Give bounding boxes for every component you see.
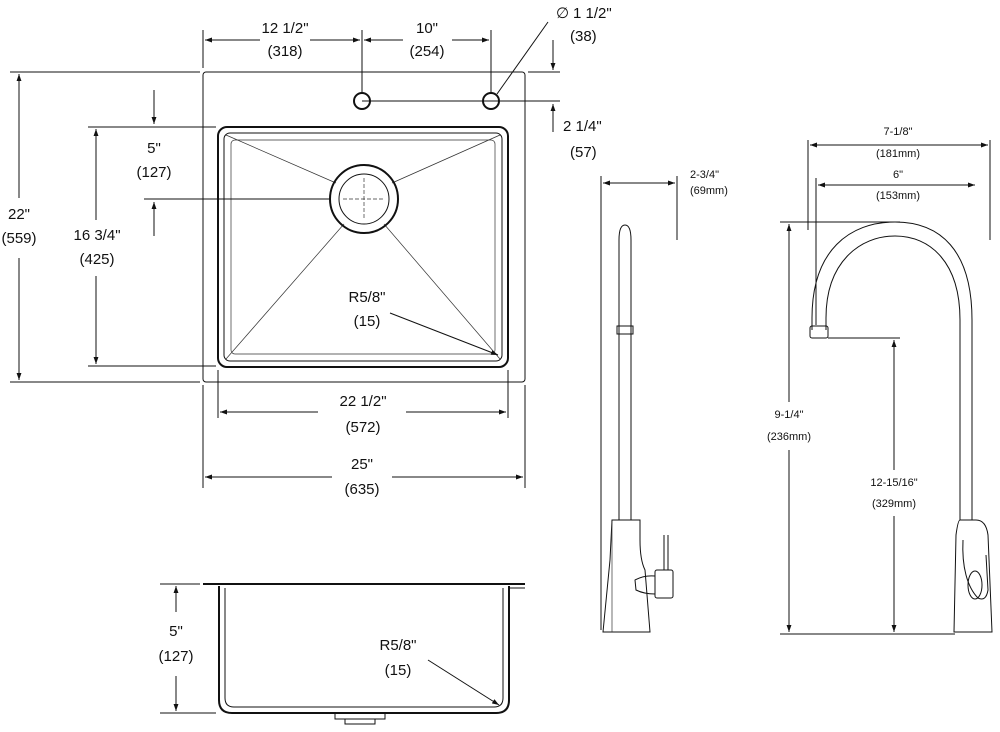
hole-spacing-in: 10" (416, 20, 438, 37)
hole-diameter-mm: (38) (570, 28, 597, 45)
bowl-depth-mm: (425) (79, 251, 114, 268)
hole-to-hole-mm: (318) (267, 43, 302, 60)
faucet-front-view: 7-1/8" (181mm) 6" (153mm) 9-1/4" (236mm)… (767, 126, 993, 635)
sink-top-view: 12 1/2" (318) 10" (254) ∅ 1 1/2" (38) 2 … (1, 5, 611, 498)
hole-offset-in: 2 1/4" (563, 118, 602, 135)
faucet-side-view: 2-3/4" (69mm) (600, 169, 728, 633)
bowl-width-in: 22 1/2" (339, 393, 386, 410)
section-corner-radius-in: R5/8" (379, 637, 416, 654)
drain-offset-mm: (127) (136, 164, 171, 181)
reach-mm: (181mm) (876, 148, 920, 160)
bowl-depth-in: 16 3/4" (73, 227, 120, 244)
spout-reach-in: 6" (893, 169, 903, 181)
spout-reach-mm: (153mm) (876, 190, 920, 202)
sink-section-view: 5" (127) R5/8" (15) (158, 583, 525, 725)
faucet-depth-mm: (69mm) (690, 185, 728, 197)
hole-diameter-symbol: ∅ (556, 5, 569, 22)
hole-offset-mm: (57) (570, 144, 597, 161)
section-height-mm: (127) (158, 648, 193, 665)
section-height-in: 5" (169, 623, 183, 640)
reach-in: 7-1/8" (884, 126, 913, 138)
hole-spacing-mm: (254) (409, 43, 444, 60)
section-corner-radius-mm: (15) (385, 662, 412, 679)
drain (329, 164, 399, 234)
hole-to-hole-in: 12 1/2" (261, 20, 308, 37)
sink-deck-outline (202, 71, 526, 383)
overall-depth-mm: (559) (1, 230, 36, 247)
overall-width-in: 25" (351, 456, 373, 473)
sink-bowl-inner (223, 132, 503, 362)
drain-offset-in: 5" (147, 140, 161, 157)
overall-depth-in: 22" (8, 206, 30, 223)
overall-height-mm: (329mm) (872, 498, 916, 510)
overall-height-in: 12-15/16" (870, 477, 917, 489)
hole-diameter-in: 1 1/2" (573, 5, 612, 22)
overall-width-mm: (635) (344, 481, 379, 498)
bowl-width-mm: (572) (345, 419, 380, 436)
top-corner-radius-mm: (15) (354, 313, 381, 330)
spout-height-in: 9-1/4" (775, 409, 804, 421)
faucet-depth-in: 2-3/4" (690, 169, 719, 181)
top-corner-radius-in: R5/8" (348, 289, 385, 306)
sink-bowl-outer (217, 126, 509, 368)
spout-height-mm: (236mm) (767, 431, 811, 443)
